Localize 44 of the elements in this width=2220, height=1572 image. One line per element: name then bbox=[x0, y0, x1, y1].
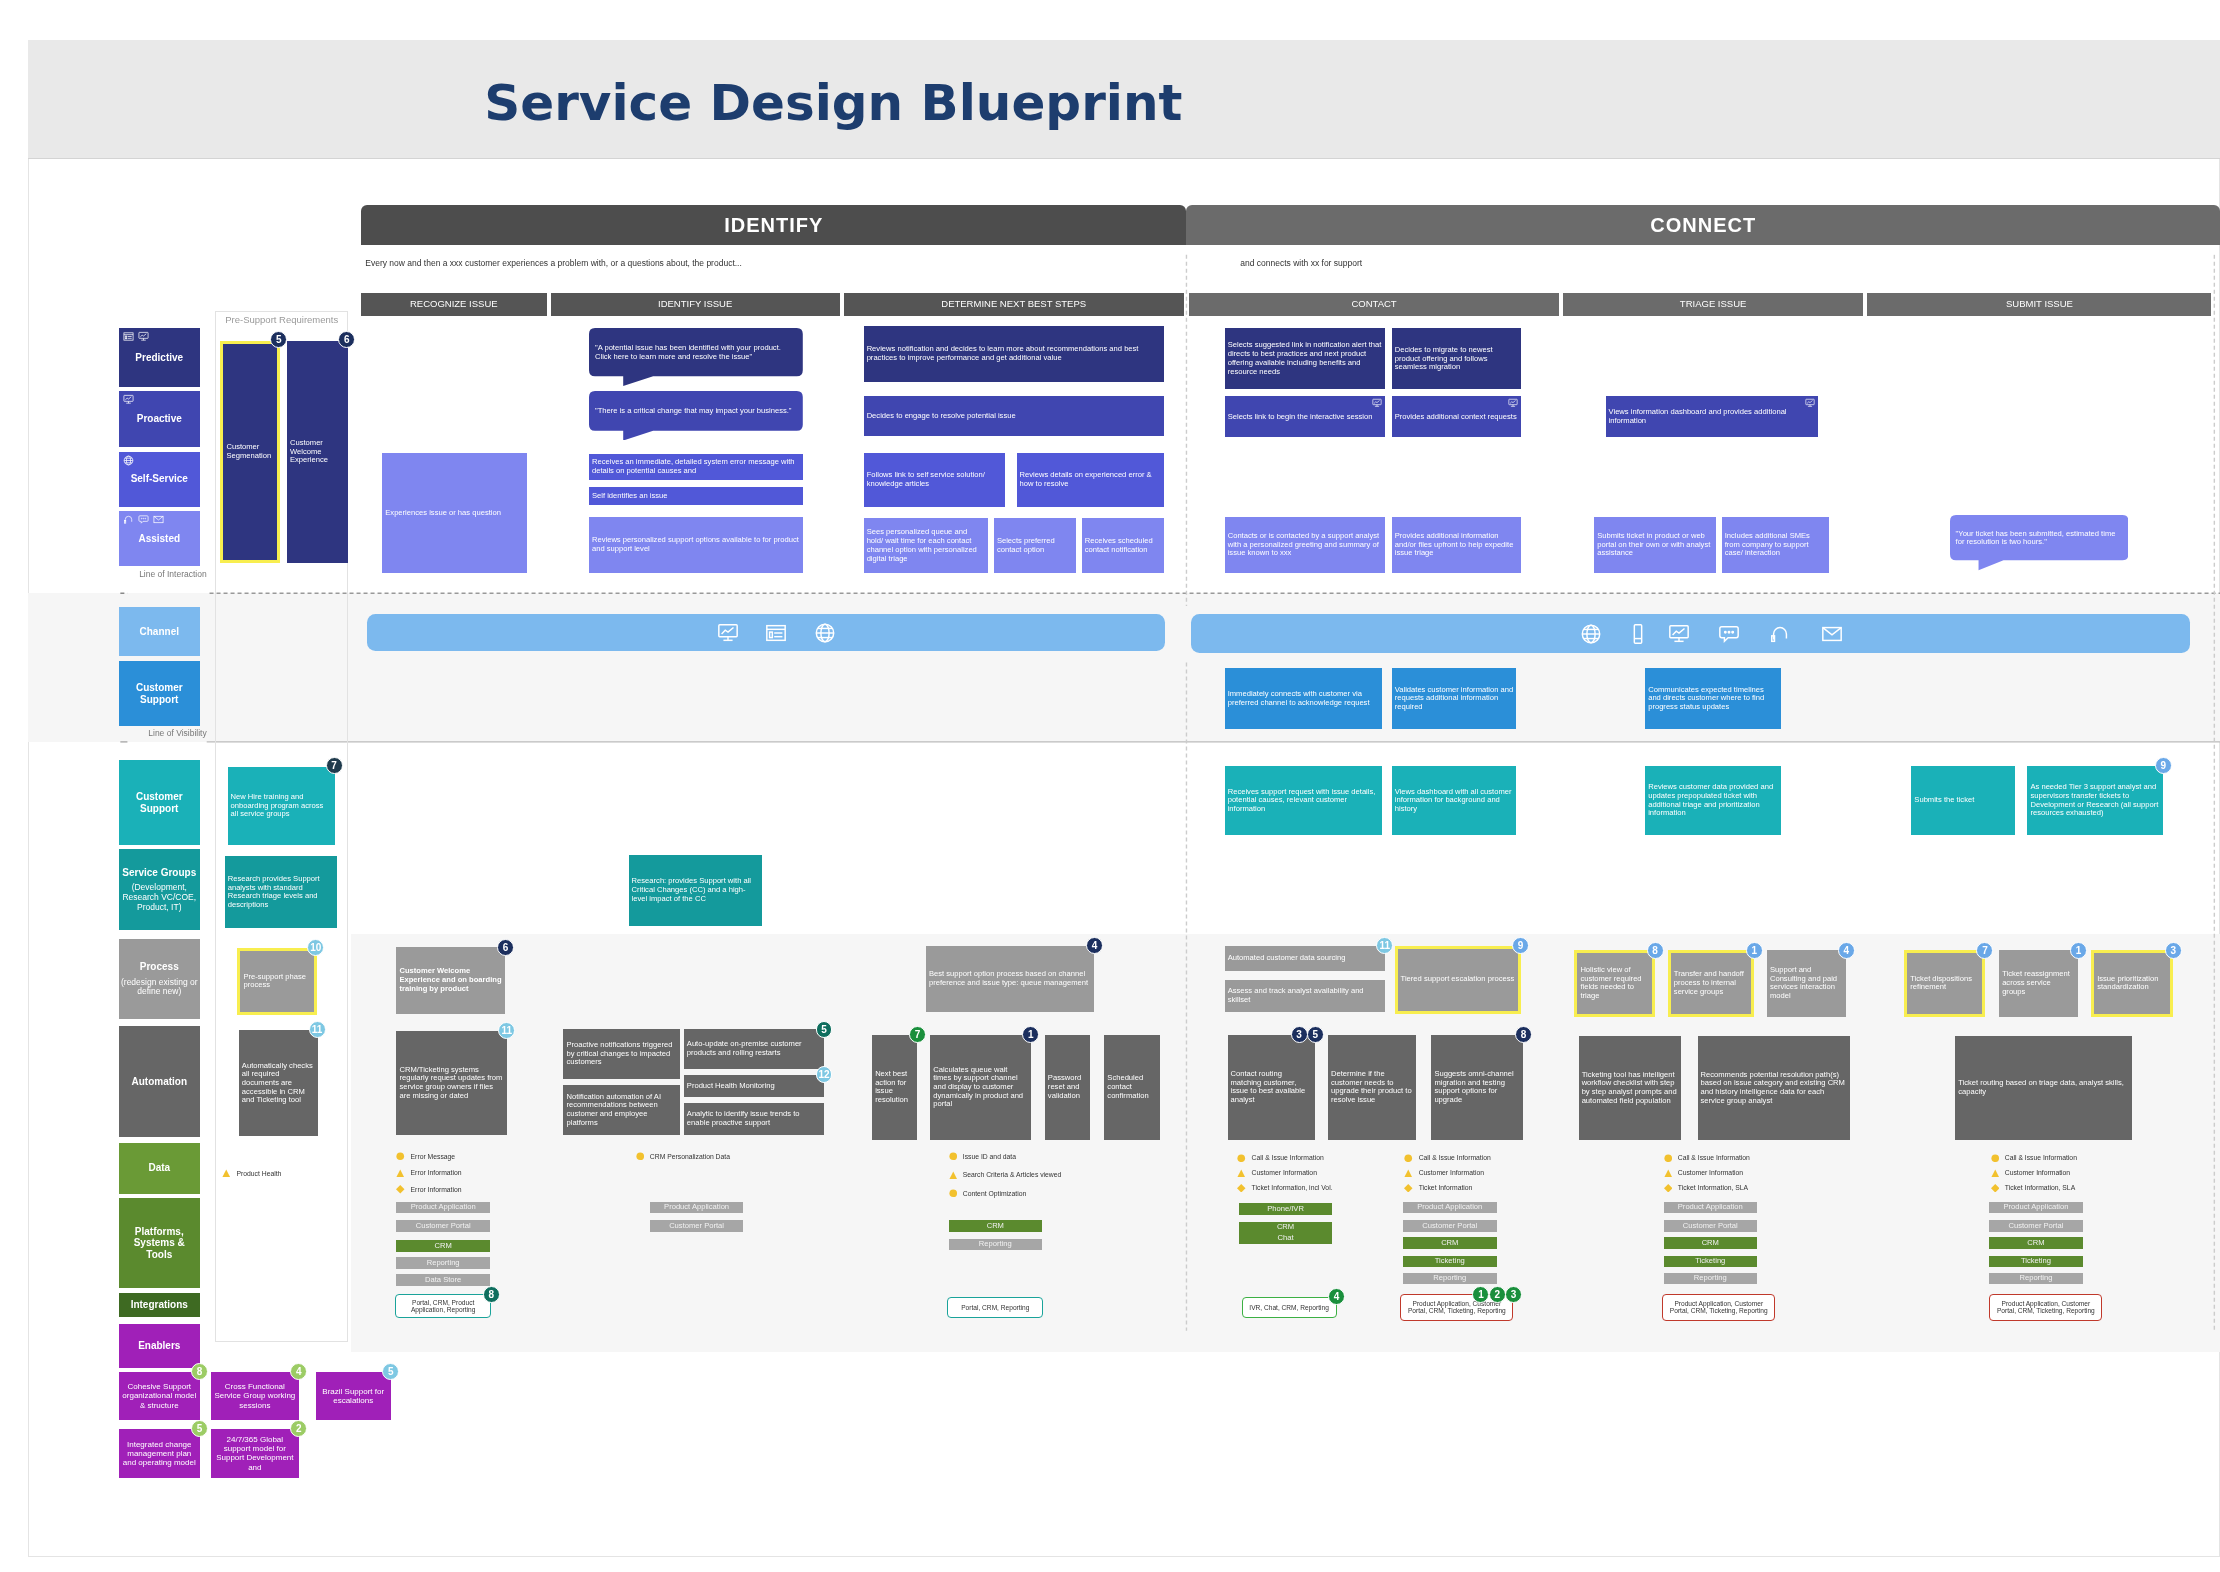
row-label: Customer Support bbox=[118, 661, 200, 727]
step-header: SUBMIT ISSUE bbox=[1867, 293, 2212, 316]
row-label: Data bbox=[118, 1142, 200, 1194]
row-label-text: Proactive bbox=[136, 413, 182, 425]
step-header: IDENTIFY ISSUE bbox=[550, 293, 840, 316]
row-label bbox=[118, 328, 200, 387]
speech-bubble bbox=[588, 328, 803, 387]
panel-heading: Pre-Support Requirements bbox=[225, 315, 339, 327]
row-label-text: Process bbox=[139, 961, 179, 973]
row-label: Enablers bbox=[118, 1323, 200, 1368]
row-label bbox=[118, 849, 200, 931]
step-header: TRIAGE ISSUE bbox=[1563, 293, 1864, 316]
channel-bar bbox=[1190, 614, 2191, 653]
row-label: Customer Support bbox=[118, 760, 200, 846]
row-label bbox=[118, 938, 200, 1020]
intro-text: Every now and then a xxx customer experiences a problem with, or a questions about, the product... bbox=[365, 257, 742, 268]
speech-bubble bbox=[588, 390, 803, 441]
row-label-text: Assisted bbox=[138, 532, 181, 545]
row-label-text: Self-Service bbox=[130, 473, 188, 485]
line-label: Line of Interaction bbox=[138, 569, 207, 580]
row-label-text: Service Groups bbox=[122, 866, 197, 879]
speech-bubble bbox=[1949, 515, 2128, 571]
row-label bbox=[118, 390, 200, 448]
row-label bbox=[118, 451, 200, 507]
row-label: Platforms, Systems & Tools bbox=[118, 1197, 200, 1289]
row-label-text: Predictive bbox=[135, 351, 184, 364]
action-card bbox=[1391, 396, 1521, 438]
channel-bar bbox=[366, 614, 1166, 652]
row-label: Channel bbox=[118, 607, 200, 656]
row-label bbox=[118, 511, 200, 567]
intro-text: and connects with xx for support bbox=[1240, 257, 1363, 268]
row-label-text-subtext: (redesign existing or define new) bbox=[120, 977, 198, 998]
line-label: Line of Visibility bbox=[147, 727, 207, 739]
step-header: RECOGNIZE ISSUE bbox=[361, 293, 547, 316]
diagram-title: Service Design Blueprint bbox=[484, 73, 1183, 132]
row-label-text-subtext: (Development, Research VC/COE, Product, IT) bbox=[121, 883, 198, 913]
column-panel bbox=[215, 311, 349, 1343]
step-header: DETERMINE NEXT BEST STEPS bbox=[843, 293, 1184, 316]
action-card bbox=[1224, 396, 1385, 438]
step-header: CONTACT bbox=[1189, 293, 1559, 316]
action-card bbox=[1605, 396, 1818, 438]
row-label: Automation bbox=[118, 1026, 200, 1137]
phase-banner: IDENTIFY bbox=[361, 205, 1187, 245]
phase-banner: CONNECT bbox=[1186, 205, 2220, 245]
